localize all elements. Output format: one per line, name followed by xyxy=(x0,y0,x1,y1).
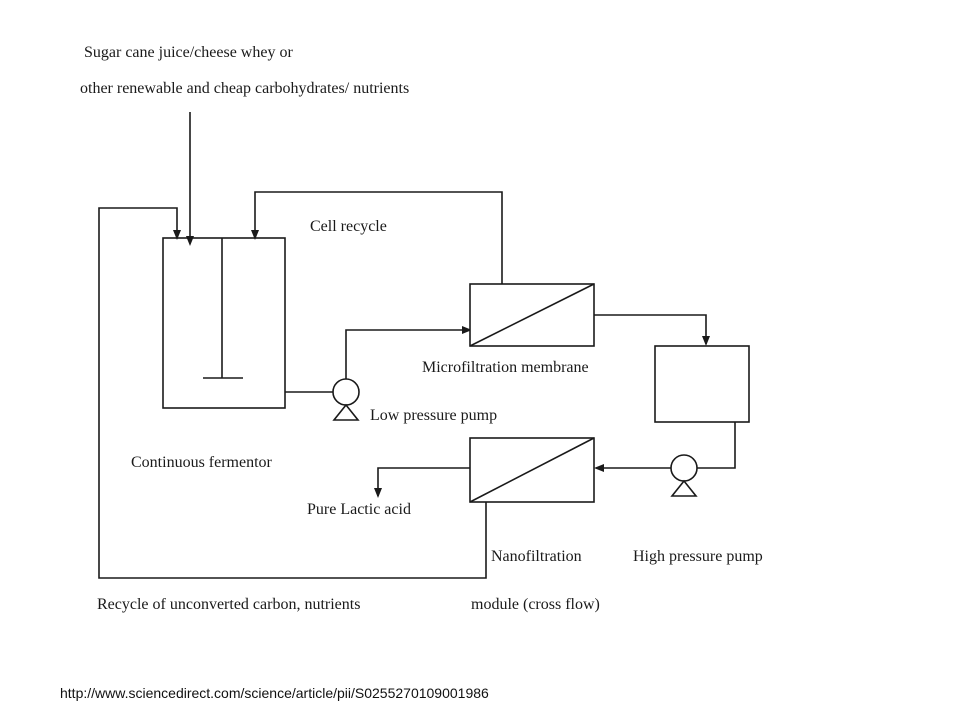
feed-label-line1: Sugar cane juice/cheese whey or xyxy=(84,44,293,61)
lactic-acid-arrowhead xyxy=(374,488,382,498)
high-pressure-pump-base xyxy=(670,479,698,497)
carbon-recycle-label: Recycle of unconverted carbon, nutrients xyxy=(97,596,360,613)
microfiltration-inlet-arrowhead xyxy=(462,326,472,334)
pump-to-microfiltration-line xyxy=(345,329,470,379)
microfiltration-to-tank-line xyxy=(594,314,707,344)
tank-inlet-arrowhead xyxy=(702,336,710,346)
nanofiltration-inlet-arrowhead xyxy=(594,464,604,472)
cell-recycle-label: Cell recycle xyxy=(310,218,387,235)
high-pressure-pump-label: High pressure pump xyxy=(633,548,763,565)
microfiltration-label: Microfiltration membrane xyxy=(422,359,589,376)
carbon-recycle-line xyxy=(98,207,487,579)
feed-label-line2: other renewable and cheap carbohydrates/… xyxy=(80,80,409,97)
tank-outlet-line xyxy=(697,422,736,469)
high-pressure-pump-icon xyxy=(670,454,698,482)
fermentor-vessel xyxy=(162,237,286,409)
nanofiltration-label-line2: module (cross flow) xyxy=(471,596,600,613)
fermentor-label: Continuous fermentor xyxy=(131,454,273,471)
low-pressure-pump-label: Low pressure pump xyxy=(370,407,497,424)
cell-recycle-line xyxy=(254,191,503,284)
nanofiltration-module-diagonal xyxy=(469,437,595,503)
lactic-acid-label: Pure Lactic acid xyxy=(307,501,411,518)
intermediate-tank xyxy=(654,345,750,423)
low-pressure-pump-base xyxy=(332,403,360,421)
microfiltration-membrane-diagonal xyxy=(469,283,595,347)
feed-arrowhead xyxy=(186,236,194,246)
nanofiltration-label-line1: Nanofiltration xyxy=(491,548,582,565)
lactic-acid-outlet-line xyxy=(377,467,470,496)
source-url: http://www.sciencedirect.com/science/art… xyxy=(60,685,489,701)
low-pressure-pump-icon xyxy=(332,378,360,406)
cell-recycle-arrowhead xyxy=(251,230,259,240)
carbon-recycle-arrowhead xyxy=(173,230,181,240)
